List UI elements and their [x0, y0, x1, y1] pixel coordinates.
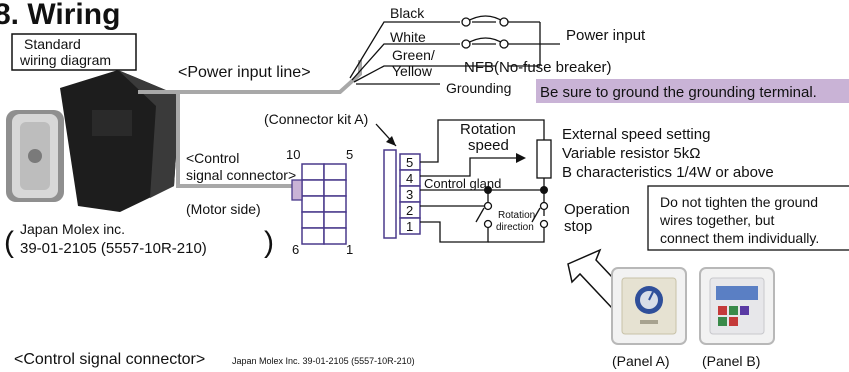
ground-wires-note-line1: Do not tighten the ground [660, 194, 818, 210]
page-title: 8. Wiring [0, 0, 120, 31]
molex-open-bracket: ( [4, 226, 14, 259]
motor-side-label: (Motor side) [186, 201, 261, 217]
control-connector-line1: <Control [186, 150, 239, 166]
connector-cell [301, 211, 325, 229]
panel-b-label: (Panel B) [702, 353, 760, 369]
external-speed-line3: B characteristics 1/4W or above [562, 164, 774, 181]
operation-stop-line1: Operation [564, 201, 630, 218]
connector-kit-label: (Connector kit A) [264, 111, 368, 127]
standard-box-line2: wiring diagram [19, 52, 111, 68]
motor-side-connector [291, 163, 347, 245]
pin-1-label: 1 [346, 242, 353, 257]
nfb-label: NFB(No-fuse breaker) [464, 59, 612, 76]
ground-note: Be sure to ground the grounding terminal… [540, 84, 817, 101]
ground-note-highlight [536, 79, 849, 103]
standard-wiring-box [11, 33, 137, 71]
connector-cell [301, 179, 325, 197]
panel-a-label: (Panel A) [612, 353, 670, 369]
wire-grounding-label: Grounding [446, 80, 511, 96]
control-circuit-wires [420, 119, 545, 243]
terminal-number-5: 5 [406, 155, 413, 170]
ground-wires-note-line2: wires together, but [659, 212, 775, 228]
pin-5-label: 5 [346, 147, 353, 162]
ground-wires-note-box [647, 185, 849, 251]
panel-a-image [611, 267, 687, 345]
breaker-contacts [461, 17, 509, 49]
connector-cell [301, 227, 325, 245]
operation-stop-line2: stop [564, 218, 592, 235]
control-connector-line2: signal connector> [186, 167, 296, 183]
power-input-cable [138, 60, 362, 94]
wiper-arrowhead [516, 153, 526, 163]
molex-line1: Japan Molex inc. [20, 221, 125, 237]
ground-wires-note-line3: connect them individually. [660, 230, 819, 246]
variable-resistor [536, 139, 552, 179]
terminal-number-4: 4 [406, 171, 413, 186]
connector-kit-arrowhead [386, 136, 396, 146]
molex-line2: 39-01-2105 (5557-10R-210) [20, 240, 207, 257]
connector-cell [301, 163, 325, 181]
power-input-line-label: <Power input line> [178, 64, 311, 81]
pin-10-label: 10 [286, 147, 300, 162]
rotation-speed-line2: speed [468, 137, 509, 154]
wire-white-label: White [390, 29, 426, 45]
terminal-cell [399, 217, 421, 235]
footer-detail: Japan Molex Inc. 39-01-2105 (5557-10R-21… [232, 356, 415, 366]
connector-cell [323, 163, 347, 181]
connector-cell [323, 227, 347, 245]
control-signal-cable [176, 92, 292, 188]
switch-contacts [483, 201, 549, 229]
switch-levers [475, 207, 541, 223]
junction-dots [484, 186, 548, 194]
footer-label: <Control signal connector> [14, 351, 205, 368]
connector-cell [323, 211, 347, 229]
connector-cell [323, 179, 347, 197]
wire-yellow-label: Yellow [392, 63, 433, 79]
wire-green-label: Green/ [392, 47, 435, 63]
pin-6-label: 6 [292, 242, 299, 257]
connector-latch [291, 179, 303, 201]
rotation-speed-line1: Rotation [460, 121, 516, 138]
connector-cell [301, 195, 325, 213]
molex-close-bracket: ) [264, 226, 274, 259]
terminal-number-3: 3 [406, 187, 413, 202]
wire-black-label: Black [390, 5, 425, 21]
power-input-label: Power input [566, 27, 646, 44]
control-gland-label: Control gland [424, 176, 501, 191]
external-speed-line1: External speed setting [562, 126, 710, 143]
motor-image [6, 70, 180, 212]
terminal-number-2: 2 [406, 203, 413, 218]
terminal-number-1: 1 [406, 219, 413, 234]
rotation-direction-line2: direction [496, 222, 534, 233]
rotation-direction-line1: Rotation [498, 210, 535, 221]
panel-b-image [699, 267, 775, 345]
standard-box-line1: Standard [24, 36, 81, 52]
connector-cell [323, 195, 347, 213]
external-speed-line2: Variable resistor 5kΩ [562, 145, 701, 162]
